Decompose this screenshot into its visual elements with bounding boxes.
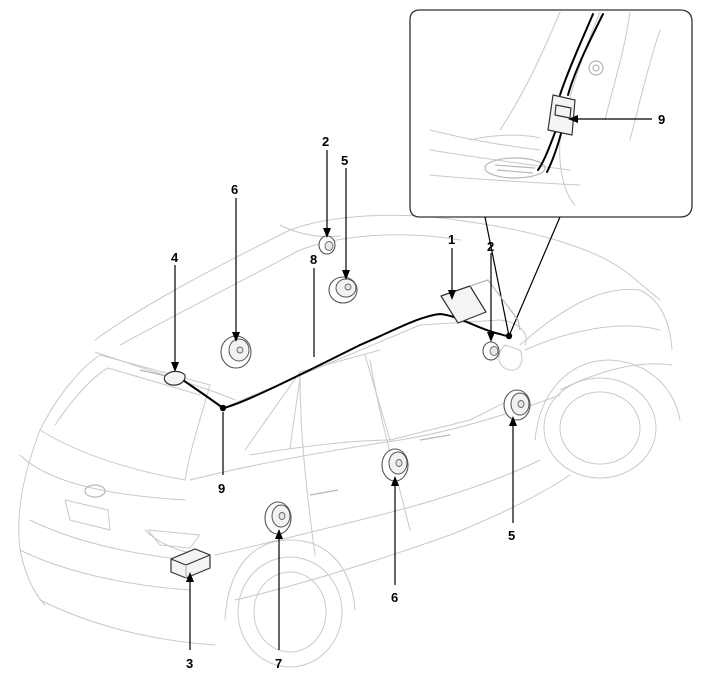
callout-3: 3 [186, 656, 193, 671]
callout-9-inset: 9 [658, 112, 665, 127]
speaker-7-quarter [264, 501, 292, 535]
callout-5-door: 5 [508, 528, 515, 543]
connector-dot-front [505, 332, 513, 340]
callout-7: 7 [275, 656, 282, 671]
callout-labels: 1 2 2 3 4 5 5 6 6 7 8 9 9 [171, 112, 665, 671]
inset-pointer-right [508, 216, 561, 337]
speaker-2-front [482, 341, 500, 361]
callout-6-door: 6 [391, 590, 398, 605]
speaker-5-front-door [503, 389, 531, 421]
inset-pointer-left [484, 216, 510, 337]
speaker-6-roof [220, 335, 252, 369]
callout-2-roof: 2 [322, 134, 329, 149]
component-4-antenna [139, 369, 186, 386]
speaker-2-roof [318, 235, 336, 255]
component-3 [170, 548, 211, 579]
speaker-5-roof [328, 276, 358, 304]
callout-8: 8 [310, 252, 317, 267]
vehicle-outline [18, 214, 681, 668]
callout-5-roof: 5 [341, 153, 348, 168]
callout-1: 1 [448, 232, 455, 247]
callout-leaders [171, 115, 652, 650]
connector-detail-inset [409, 9, 693, 218]
callout-4: 4 [171, 250, 179, 265]
callout-6-roof: 6 [231, 182, 238, 197]
connector-dot-rear [219, 404, 227, 412]
speaker-6-rear-door [381, 448, 409, 482]
callout-9-rear: 9 [218, 481, 225, 496]
callout-2-front: 2 [487, 239, 494, 254]
